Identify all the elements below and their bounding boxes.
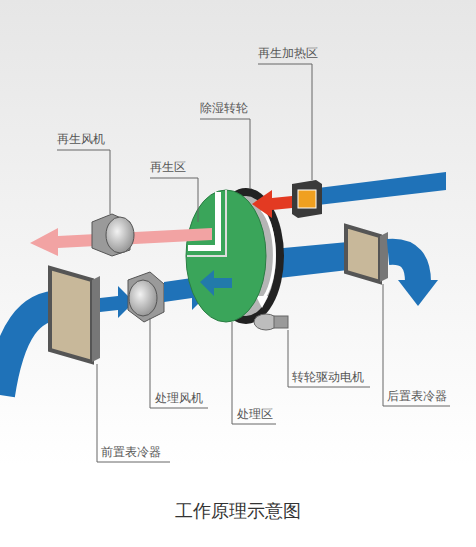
regen-fan-hub (106, 217, 134, 253)
treatment-fan (128, 272, 164, 322)
part-label: 处理区 (237, 407, 273, 421)
heater (292, 180, 322, 218)
leader-line (288, 330, 370, 387)
treatment-fan-hub (129, 280, 157, 316)
part-label: 处理风机 (155, 391, 203, 405)
caption: 工作原理示意图 (175, 500, 301, 522)
treatment-outlet-air (388, 252, 418, 282)
leader-line (150, 178, 198, 222)
part-label: 除湿转轮 (200, 101, 248, 115)
leader-line (150, 318, 208, 408)
heated-air-arrow (252, 190, 292, 218)
treatment-outlet-arrow (398, 280, 438, 306)
treatment-zone-arrow (200, 270, 232, 296)
regen-sector-edge (187, 190, 226, 256)
rear-cooler (346, 226, 380, 282)
front-cooler-side (92, 276, 100, 362)
part-label: 再生区 (150, 160, 186, 174)
heater-face (298, 190, 316, 208)
part-label: 前置表冷器 (101, 445, 161, 459)
regen-inlet-air (318, 172, 446, 205)
wheel-motor-body (274, 316, 288, 328)
part-label: 再生加热区 (258, 46, 318, 60)
leader-line (97, 364, 170, 462)
leader-line (383, 284, 450, 406)
rotation-arrow-head (256, 296, 268, 308)
part-label: 再生风机 (57, 132, 105, 146)
part-label: 后置表冷器 (387, 389, 447, 403)
rear-cooler-side (380, 232, 388, 282)
leader-line (232, 322, 276, 424)
part-label: 转轮驱动电机 (292, 370, 364, 384)
front-cooler (50, 268, 92, 362)
leader-line (57, 150, 110, 214)
leader-line (258, 64, 312, 180)
leader-line (200, 119, 250, 188)
